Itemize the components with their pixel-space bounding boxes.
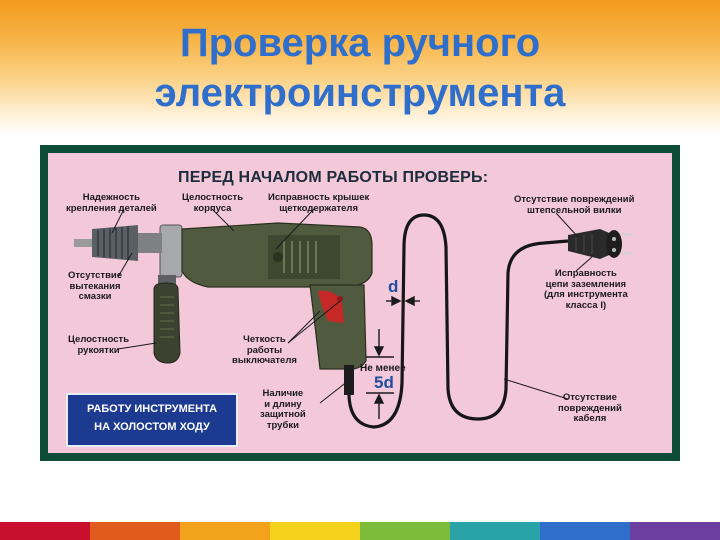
stripe-segment <box>270 522 360 540</box>
spindle <box>138 233 162 253</box>
poster-panel: ПЕРЕД НАЧАЛОМ РАБОТЫ ПРОВЕРЬ: Надежность… <box>48 153 672 453</box>
brush-cap-icon <box>273 252 283 262</box>
poster-frame: ПЕРЕД НАЧАЛОМ РАБОТЫ ПРОВЕРЬ: Надежность… <box>40 145 680 461</box>
plug-icon <box>568 229 614 259</box>
color-stripe <box>0 522 720 540</box>
side-handle <box>153 282 181 364</box>
gear-collar <box>159 224 183 278</box>
poster-heading: ПЕРЕД НАЧАЛОМ РАБОТЫ ПРОВЕРЬ: <box>178 169 489 186</box>
slide-title-line-2: электроинструмента <box>154 71 566 115</box>
protective-tube <box>344 365 354 395</box>
slide-title-line-1: Проверка ручного <box>179 21 541 65</box>
power-cable <box>347 213 569 429</box>
chuck-icon <box>92 225 138 261</box>
stripe-segment <box>0 522 90 540</box>
stripe-segment <box>360 522 450 540</box>
stripe-segment <box>180 522 270 540</box>
stripe-segment <box>450 522 540 540</box>
dimension-5d: 5d <box>374 373 394 392</box>
slide-title: Проверка ручного электроинструмента <box>0 18 720 118</box>
idle-run-box: РАБОТУ ИНСТРУМЕНТА НА ХОЛОСТОМ ХОДУ <box>66 393 238 447</box>
stripe-segment <box>540 522 630 540</box>
drill-bit <box>74 239 94 247</box>
dimension-d: d <box>388 277 399 296</box>
stripe-segment <box>630 522 720 540</box>
stripe-segment <box>90 522 180 540</box>
dimension-not-less: Не менее <box>360 363 406 374</box>
drill-illustration <box>74 208 632 429</box>
